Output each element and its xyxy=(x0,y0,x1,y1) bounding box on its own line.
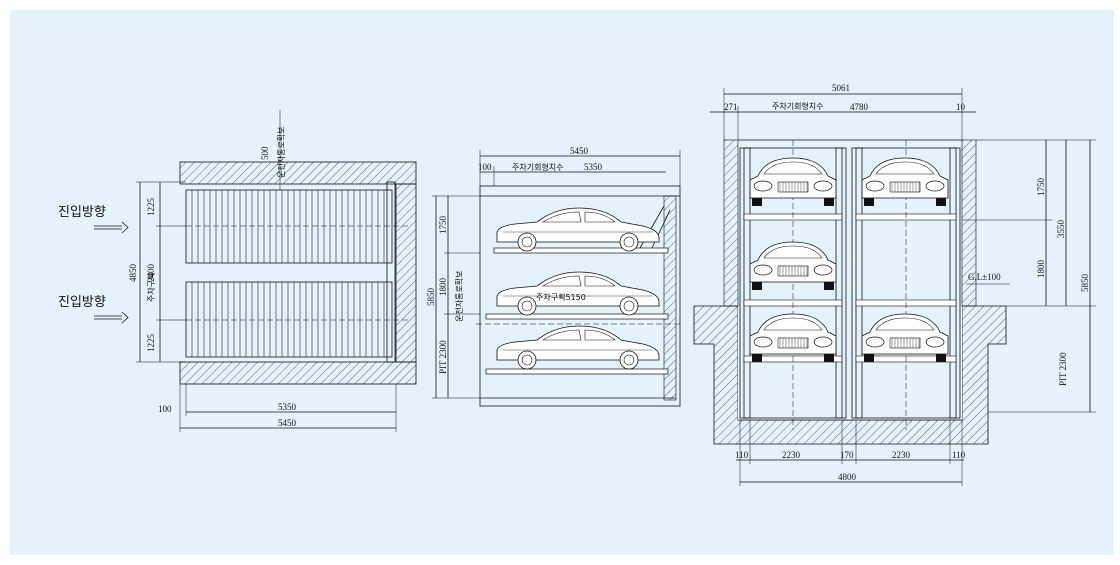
front-left-wall xyxy=(723,139,739,307)
entry-label-bottom: 진입방향 xyxy=(58,295,106,310)
side-platform-3 xyxy=(485,368,669,375)
front-dim-overall: 5061 xyxy=(832,83,850,93)
front-right-wall xyxy=(961,139,977,307)
side-view: 5450 100 주차기회형치수 5350 1750 1800 5850 PIT… xyxy=(426,146,681,407)
plan-parking-area-label: 주차구획 xyxy=(146,273,156,302)
drawing-canvas: 진입방향 진입방향 1225 2400 1225 주차구획 4850 500 운… xyxy=(10,10,1114,555)
front-bottom-dim-4: 110 xyxy=(952,450,966,460)
plan-safety-label: 운전자통로확보 xyxy=(276,126,286,178)
plan-dim-offset: 100 xyxy=(158,404,172,414)
plan-dim-mid: 2400 xyxy=(146,264,156,283)
front-dim-above-ground: 3550 xyxy=(1056,220,1066,239)
front-bottom-dim-3: 2230 xyxy=(892,450,911,460)
side-back-wall xyxy=(663,195,677,401)
front-car-5 xyxy=(861,313,949,362)
side-car-1 xyxy=(496,207,660,252)
front-dim-right: 10 xyxy=(956,102,966,112)
front-frame-left xyxy=(739,147,847,419)
front-view: 5061 271 주차기회형치수 4780 10 1750 1800 3550 … xyxy=(693,83,1096,486)
plan-dim-bottom: 1225 xyxy=(146,334,156,353)
side-dim-left-offset: 100 xyxy=(478,162,492,172)
entry-label-top: 진입방향 xyxy=(58,205,106,220)
front-dim-left: 271 xyxy=(724,102,738,112)
plan-platform-lower xyxy=(185,281,393,358)
side-car-3 xyxy=(496,325,660,370)
plan-rail xyxy=(386,181,396,363)
front-bottom-dim-2: 170 xyxy=(840,450,854,460)
front-car-4 xyxy=(749,313,837,362)
front-bottom-dim-1: 2230 xyxy=(782,450,801,460)
plan-right-wall xyxy=(395,183,417,363)
front-car-1 xyxy=(749,157,837,206)
front-car-3 xyxy=(749,241,837,290)
plan-view: 진입방향 진입방향 1225 2400 1225 주차구획 4850 500 운… xyxy=(58,110,417,432)
plan-grid-lower xyxy=(191,282,385,357)
front-dim-bottom-total: 4800 xyxy=(838,472,857,482)
parking-system-drawing: 진입방향 진입방향 1225 2400 1225 주차구획 4850 500 운… xyxy=(58,83,1096,486)
plan-dim-total: 4850 xyxy=(128,264,138,283)
side-platform-1 xyxy=(493,247,669,254)
plan-platform-upper xyxy=(185,189,393,264)
side-dim-mech-label: 주차기회형치수 xyxy=(512,163,564,172)
side-dim-level2: 1800 xyxy=(438,278,448,297)
plan-grid-upper xyxy=(191,190,385,263)
side-dim-mech-value: 5350 xyxy=(584,162,603,172)
plan-dim-top: 1225 xyxy=(146,198,156,217)
entry-arrow-bottom xyxy=(94,311,129,324)
front-dim-mid: 1800 xyxy=(1036,260,1046,279)
side-dim-total: 5850 xyxy=(426,288,436,307)
front-car-2 xyxy=(861,157,949,206)
side-pit-label: PIT 2300 xyxy=(438,340,448,374)
front-bottom-dim-0: 110 xyxy=(735,450,749,460)
plan-dim-clearance: 500 xyxy=(260,146,270,160)
front-ground-label: G.L±100 xyxy=(968,272,1001,282)
front-dim-mech-label: 주차기회형치수 xyxy=(772,102,824,111)
side-pit-box xyxy=(479,185,681,407)
side-parking-area-label: 주차구획5150 xyxy=(536,292,586,302)
side-safety-label: 운전자통로확보 xyxy=(454,270,464,322)
front-pit-label: PIT 2300 xyxy=(1058,352,1068,386)
plan-dim-inner-width: 5350 xyxy=(278,402,297,412)
front-dim-total-height: 5850 xyxy=(1080,274,1090,293)
front-dim-mech-value: 4780 xyxy=(850,102,869,112)
front-dim-upper: 1750 xyxy=(1036,178,1046,197)
plan-bottom-wall xyxy=(179,361,417,385)
side-car-2 xyxy=(496,271,660,316)
plan-dim-outer-width: 5450 xyxy=(278,418,297,428)
plan-top-wall xyxy=(179,161,417,185)
side-platform-2 xyxy=(485,313,669,320)
side-dim-top-overall: 5450 xyxy=(570,146,589,156)
front-frame-right xyxy=(851,147,961,419)
side-dim-level1: 1750 xyxy=(438,216,448,235)
entry-arrow-top xyxy=(94,221,129,234)
